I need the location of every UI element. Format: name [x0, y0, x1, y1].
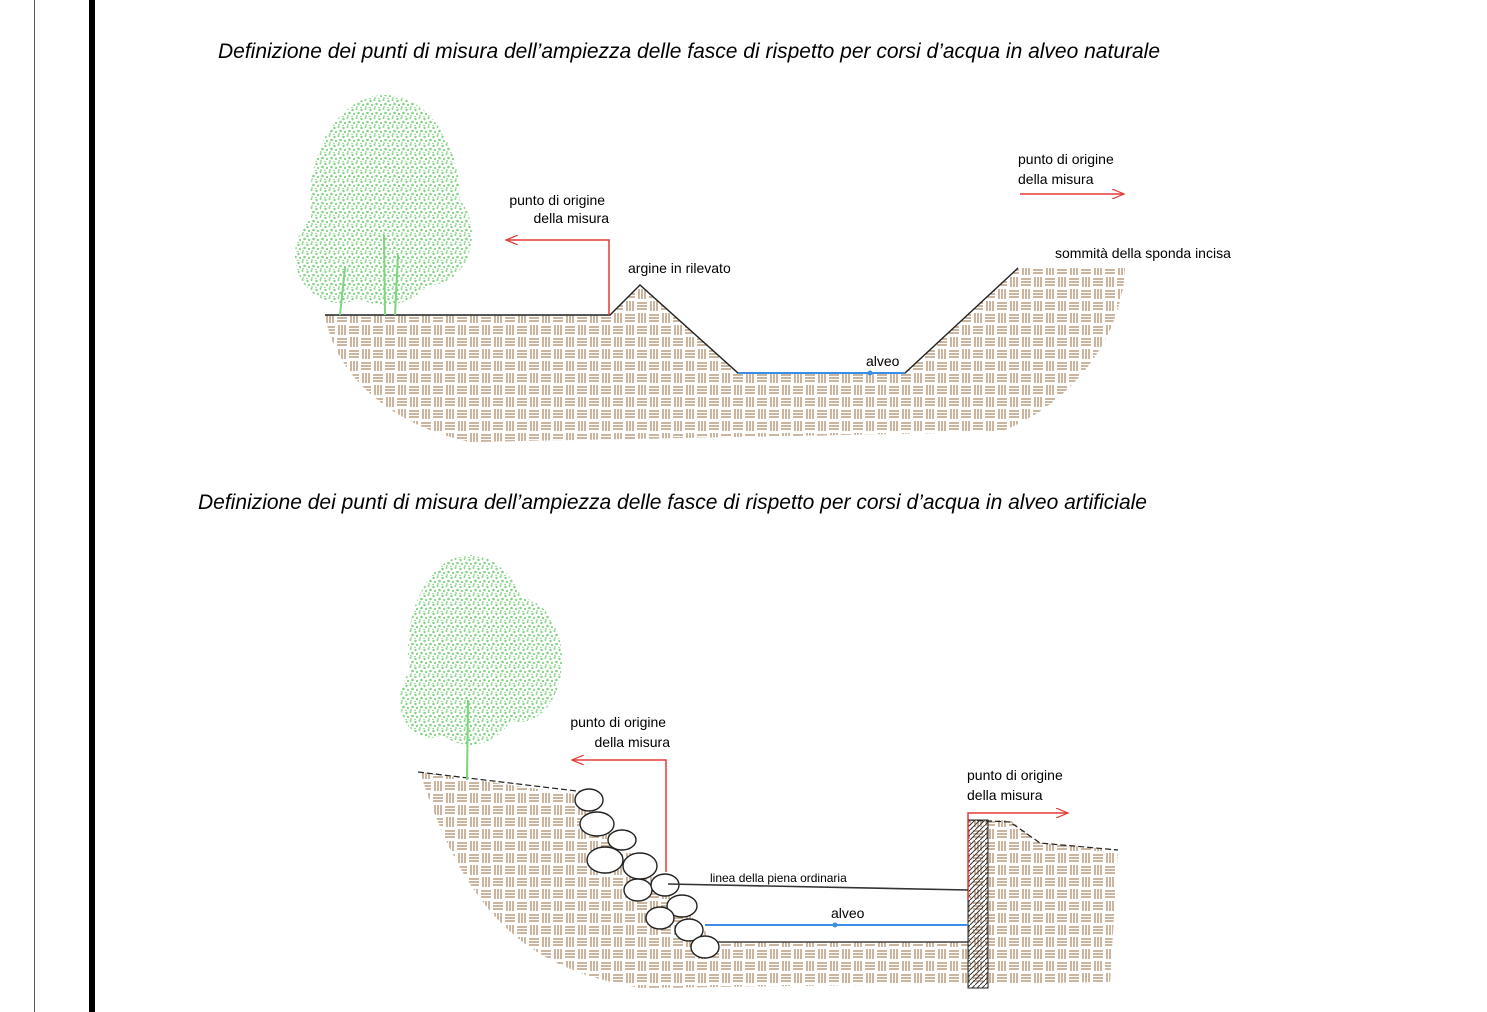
origin-label-left-artificial: punto di origine della misura — [570, 714, 670, 750]
origin-label-right-natural: punto di origine della misura — [1018, 151, 1118, 187]
bank-top-label: sommità della sponda incisa — [1055, 245, 1231, 261]
origin-arrow-left-natural — [506, 240, 610, 315]
origin-label-right-artificial: punto di origine della misura — [967, 767, 1067, 803]
left-margin-line — [34, 0, 35, 1012]
natural-soil-mass — [325, 268, 1125, 442]
origin-arrow-left-artificial — [572, 760, 667, 872]
water-marker-artificial — [832, 922, 838, 928]
tree-artificial — [400, 555, 562, 781]
natural-ground-profile — [325, 267, 1019, 374]
left-border-bar — [89, 0, 95, 1012]
artificial-section: punto di origine della misura punto di o… — [400, 555, 1119, 989]
natural-section: punto di origine della misura punto di o… — [295, 95, 1231, 442]
title-artificial-riverbed: Definizione dei punti di misura dell’amp… — [198, 491, 1147, 514]
riprap-stones — [574, 788, 720, 959]
right-bank-line — [967, 819, 1119, 851]
retaining-wall — [967, 819, 989, 989]
origin-label-left-natural: punto di origine della misura — [509, 192, 609, 226]
flood-line-label: linea della piena ordinaria — [710, 871, 847, 885]
ordinary-flood-line — [667, 883, 969, 891]
water-marker-natural — [867, 370, 873, 376]
tree-natural — [295, 95, 472, 316]
title-natural-riverbed: Definizione dei punti di misura dell’amp… — [218, 40, 1161, 63]
origin-arrow-right-artificial — [967, 813, 1068, 900]
riverbed-label-artificial: alveo — [831, 905, 865, 921]
riverbed-label-natural: alveo — [866, 353, 900, 369]
embankment-label: argine in rilevato — [628, 260, 731, 276]
left-slope-line — [417, 771, 586, 793]
